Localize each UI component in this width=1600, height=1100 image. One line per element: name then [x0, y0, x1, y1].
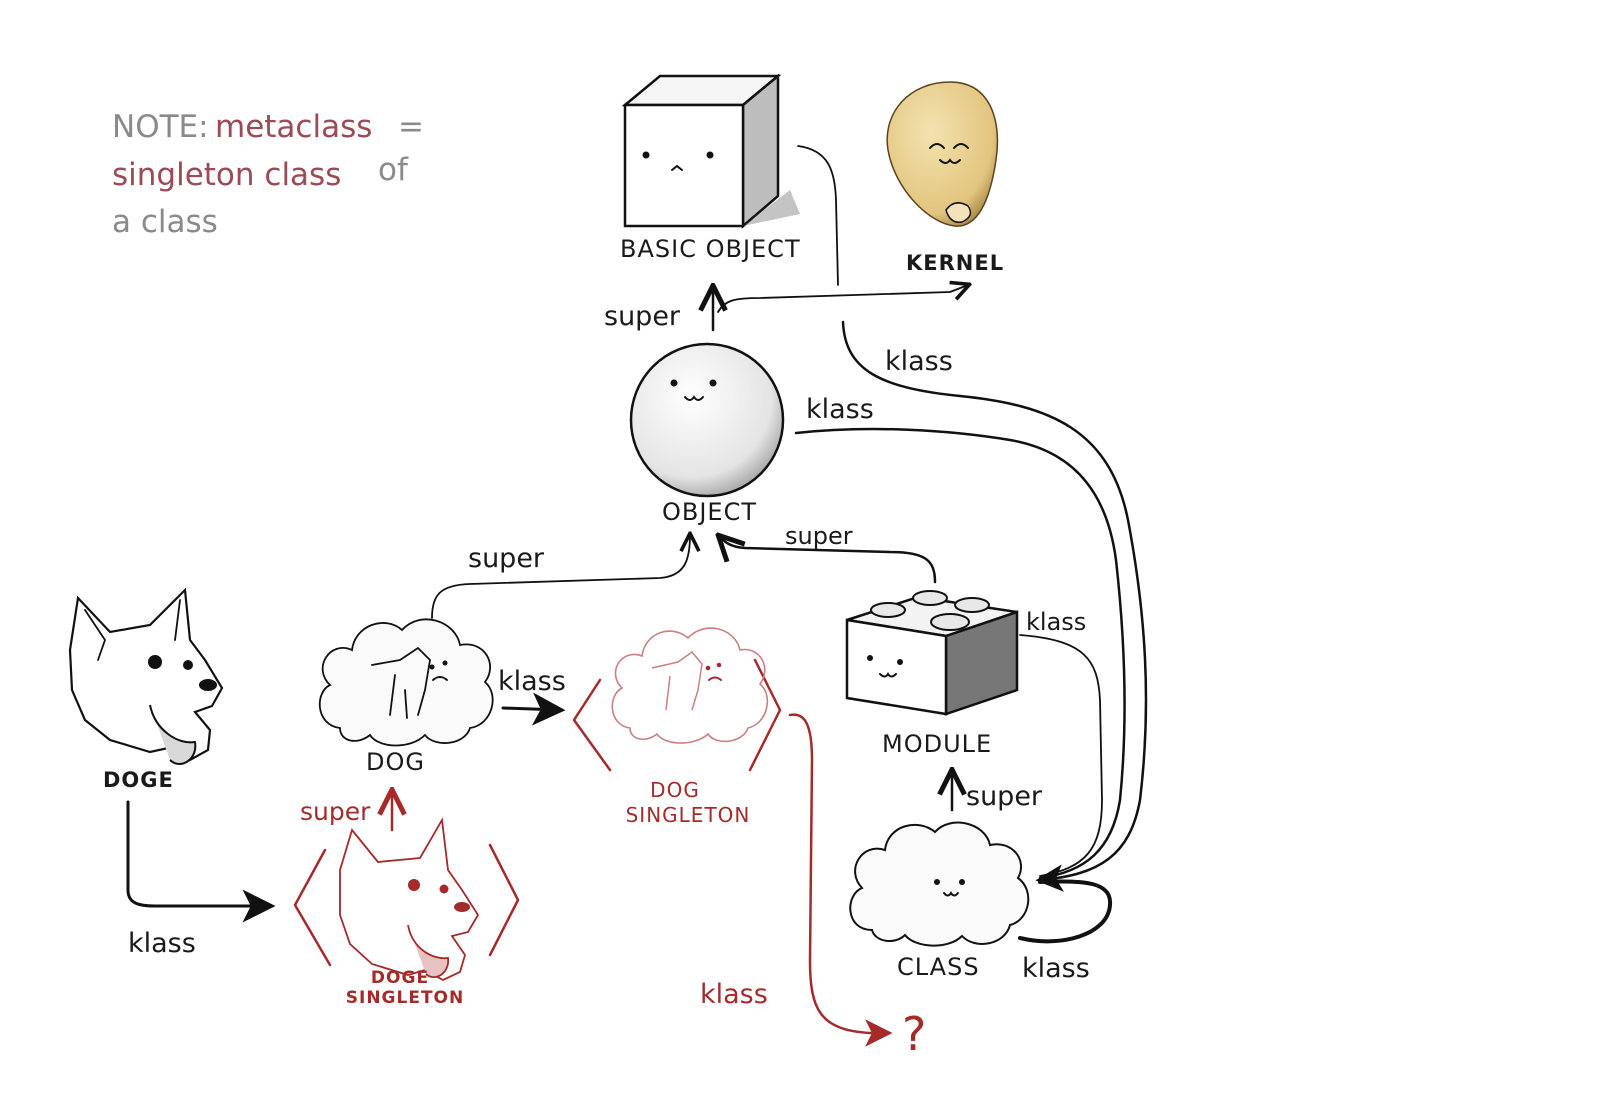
- edge-object-super: super: [604, 285, 968, 332]
- dog-singleton-label-line2: SINGLETON: [626, 803, 751, 827]
- class-label: CLASS: [897, 953, 980, 981]
- edge-object-klass: klass: [794, 394, 1126, 880]
- edge-label-object-klass: klass: [806, 394, 874, 425]
- doge-label: DOGE: [103, 768, 174, 792]
- edge-class-super: super: [952, 772, 1043, 812]
- edge-label-doge-klass: klass: [128, 928, 196, 959]
- doge-singleton-label-line1: DOGE: [371, 968, 429, 988]
- edge-doge-singleton-super: super: [300, 792, 392, 832]
- edge-label-dog-super: super: [468, 543, 545, 574]
- edge-label-module-super: super: [785, 522, 853, 550]
- edge-label-class-super: super: [966, 781, 1043, 812]
- dog-singleton-node[interactable]: DOG SINGLETON: [572, 627, 782, 827]
- dog-node[interactable]: DOG: [318, 618, 494, 776]
- doge-node[interactable]: DOGE: [68, 587, 224, 792]
- doge-singleton-label-line2: SINGLETON: [346, 988, 464, 1008]
- module-node[interactable]: MODULE: [845, 590, 1019, 758]
- object-label: OBJECT: [662, 498, 757, 526]
- cube-icon: [621, 73, 800, 229]
- edge-label-object-super: super: [604, 301, 681, 332]
- dog-cloud-icon: [318, 618, 494, 747]
- note-term: metaclass: [215, 109, 372, 145]
- edge-dog-singleton-klass: klass: [700, 713, 893, 1047]
- dog-label: DOG: [366, 748, 425, 776]
- edge-label-dog-klass: klass: [498, 666, 566, 697]
- doge-singleton-node[interactable]: DOGE SINGLETON: [293, 817, 520, 1008]
- edge-module-super: super: [720, 522, 937, 584]
- basic-object-label: BASIC OBJECT: [620, 235, 801, 263]
- lego-brick-icon: [845, 590, 1019, 716]
- cloud-icon: [849, 821, 1030, 947]
- kernel-node[interactable]: KERNEL: [886, 81, 1004, 275]
- note-singleton-class: singleton class: [112, 157, 341, 193]
- edge-label-module-klass: klass: [1026, 608, 1086, 636]
- dog-head-icon: [68, 587, 224, 765]
- edge-basic-object-klass: klass: [797, 145, 1148, 892]
- edge-doge-klass: klass: [126, 800, 276, 959]
- module-label: MODULE: [882, 730, 992, 758]
- edge-label-class-klass: klass: [1022, 953, 1090, 984]
- edge-class-klass: klass: [1018, 879, 1113, 984]
- edge-label-dog-singleton-klass: klass: [700, 979, 768, 1010]
- dog-singleton-label-line1: DOG: [650, 778, 700, 802]
- object-node[interactable]: OBJECT: [629, 342, 785, 526]
- kernel-icon: [886, 81, 999, 227]
- dog-singleton-hexagon-icon: [572, 627, 782, 772]
- sphere-icon: [629, 342, 785, 498]
- edge-label-basic-object-klass: klass: [885, 346, 953, 377]
- metaclass-note: NOTE: metaclass = singleton class of a c…: [112, 109, 424, 240]
- note-of: of: [378, 152, 409, 188]
- edge-label-doge-singleton-super: super: [300, 797, 371, 826]
- edge-module-klass: klass: [1019, 608, 1103, 877]
- edge-dog-klass: klass: [498, 666, 566, 726]
- edge-dog-super: super: [431, 535, 690, 619]
- note-prefix: NOTE:: [112, 109, 209, 145]
- basic-object-node[interactable]: BASIC OBJECT: [620, 73, 801, 263]
- class-node[interactable]: CLASS: [849, 821, 1030, 981]
- doge-singleton-hexagon-icon: [293, 817, 520, 982]
- kernel-label: KERNEL: [906, 251, 1004, 275]
- unknown-class-mark: ?: [902, 1007, 927, 1061]
- note-equals: =: [398, 109, 424, 145]
- note-a-class: a class: [112, 204, 218, 240]
